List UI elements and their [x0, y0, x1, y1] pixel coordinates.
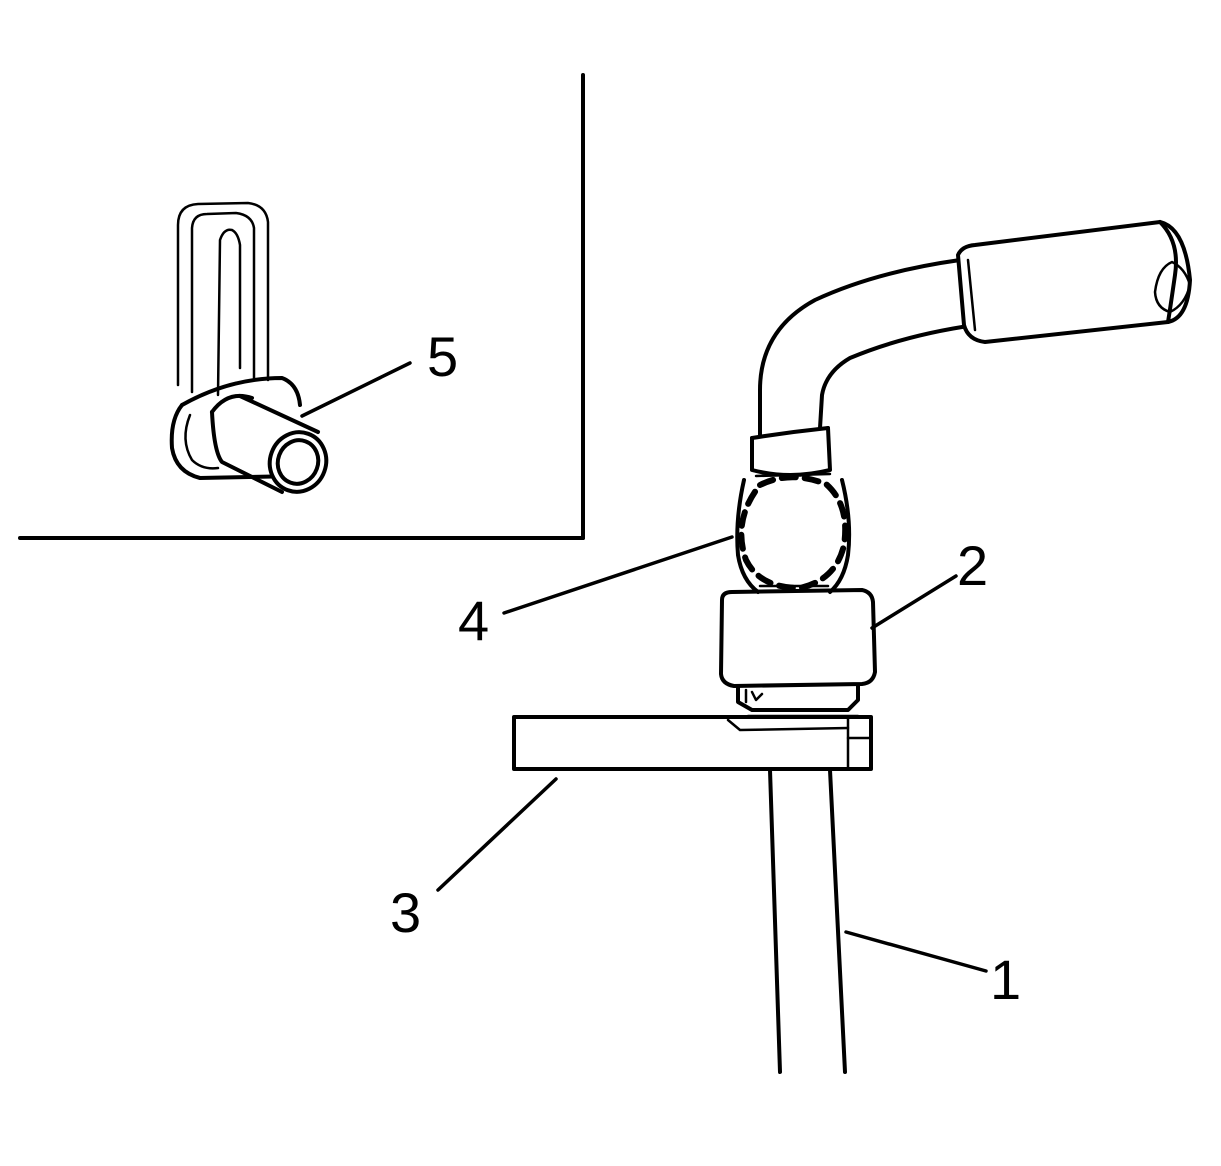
callout-5: 5 [427, 325, 458, 388]
hose-end-cover [956, 220, 1192, 344]
leader-line-4 [502, 535, 734, 615]
callout-4: 4 [458, 589, 489, 652]
leader-line-2 [870, 574, 958, 630]
inset-connector-part [169, 201, 329, 494]
leader-lines [300, 361, 988, 973]
callout-1: 1 [990, 948, 1021, 1011]
inset-frame [18, 73, 585, 540]
connector-body [719, 588, 877, 688]
callout-3: 3 [390, 881, 421, 944]
leader-line-5 [300, 361, 412, 418]
hose-sleeve [750, 426, 832, 477]
callout-2: 2 [957, 534, 988, 597]
bent-hose [758, 258, 977, 438]
main-assembly [512, 220, 1192, 1074]
locking-clip-region [735, 472, 852, 594]
leader-line-1 [844, 930, 988, 973]
leader-line-3 [436, 777, 558, 892]
bracket-plate [512, 715, 873, 771]
callout-labels: 1 2 3 4 5 [390, 325, 1021, 1011]
connector-collar [736, 683, 860, 718]
vertical-pipe [768, 768, 847, 1074]
